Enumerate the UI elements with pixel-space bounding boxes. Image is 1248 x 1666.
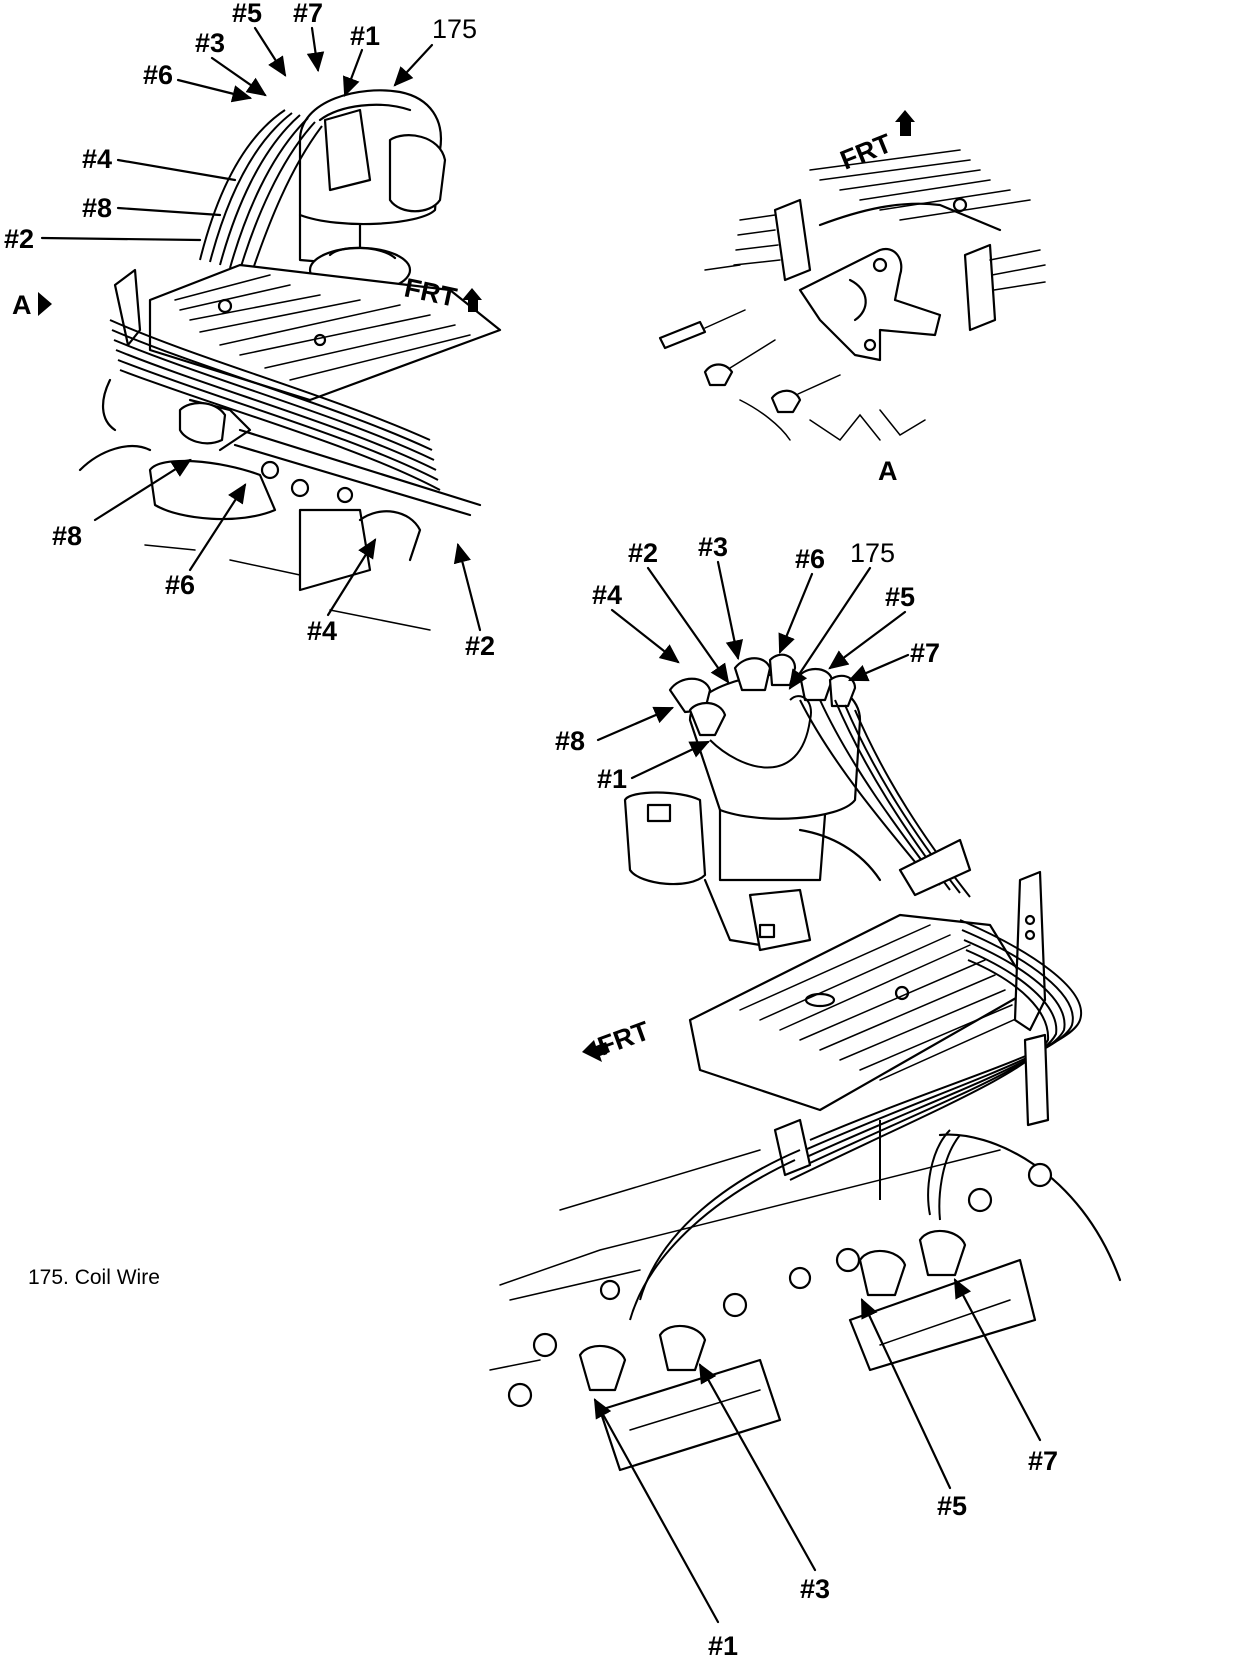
tl-label-6: #6: [143, 60, 173, 90]
br-label-2: #2: [628, 538, 658, 568]
tl-label-5: #5: [232, 0, 262, 28]
tl-label-8-lower: #8: [52, 521, 82, 551]
tl-front-arrow-icon: [462, 288, 482, 312]
tl-label-4: #4: [82, 144, 112, 174]
tl-label-6-lower: #6: [165, 570, 195, 600]
br-label-8: #8: [555, 726, 585, 756]
br-label-5: #5: [885, 582, 915, 612]
tl-label-175: 175: [432, 14, 477, 44]
tl-label-4-lower: #4: [307, 616, 337, 646]
tl-label-3: #3: [195, 28, 225, 58]
br-label-4: #4: [592, 580, 622, 610]
tl-label-8: #8: [82, 193, 112, 223]
legend-coil-wire: 175. Coil Wire: [28, 1266, 160, 1289]
br-label-1-lower: #1: [708, 1631, 738, 1661]
view-a-caption: A: [878, 456, 898, 486]
view-a-front-label: FRT: [836, 128, 896, 176]
tl-label-7: #7: [293, 0, 323, 28]
tl-label-2: #2: [4, 224, 34, 254]
view-a-bracket-detail: FRT A: [658, 110, 1046, 486]
tl-view-ref-arrow-icon: [38, 292, 52, 316]
tl-view-ref-label: A: [12, 290, 32, 320]
br-label-5-lower: #5: [937, 1491, 967, 1521]
br-front-arrow-icon: [582, 1040, 610, 1062]
br-label-175: 175: [850, 538, 895, 568]
tl-label-2-lower: #2: [465, 631, 495, 661]
br-label-7-lower: #7: [1028, 1446, 1058, 1476]
br-label-3-lower: #3: [800, 1574, 830, 1604]
br-label-3: #3: [698, 532, 728, 562]
br-label-7: #7: [910, 638, 940, 668]
bottom-right-engine-view: #2 #3 #6 175 #4 #5 #7 #8 #1 #1 #3 #5 #7 …: [489, 532, 1122, 1661]
tl-label-1: #1: [350, 21, 380, 51]
view-a-front-arrow-icon: [895, 110, 915, 136]
br-label-6: #6: [795, 544, 825, 574]
br-front-label: FRT: [594, 1015, 654, 1061]
br-label-1: #1: [597, 764, 627, 794]
top-left-engine-view: #5 #7 #3 #1 175 #6 #4 #8 #2 #8 #6 #4 #2 …: [4, 0, 502, 661]
